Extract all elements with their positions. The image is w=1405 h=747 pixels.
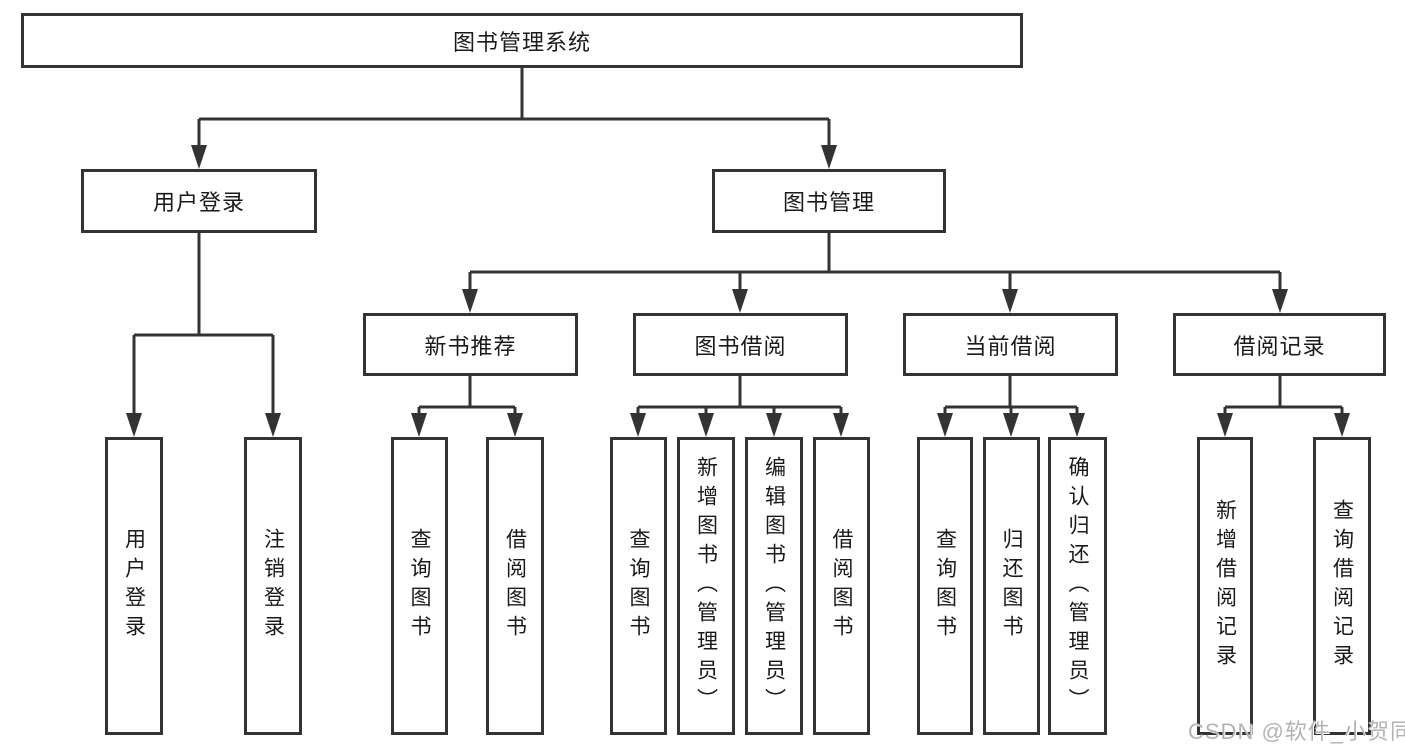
arrowhead-icon (698, 413, 714, 437)
connector-line (417, 374, 517, 417)
arrowhead-icon (265, 413, 281, 437)
node-return-books: 归还图书 (983, 437, 1040, 735)
arrowhead-icon (1272, 289, 1288, 313)
node-edit-books-admin: 编辑图书（管理员） (745, 437, 803, 735)
connector-line (132, 231, 275, 417)
node-add-borrow-record: 新增借阅记录 (1197, 437, 1253, 735)
arrowhead-icon (1069, 413, 1085, 437)
node-new-book-recommend: 新书推荐 (363, 313, 578, 376)
arrowhead-icon (1002, 289, 1018, 313)
connector-line (197, 66, 831, 149)
node-borrow-books-1: 借阅图书 (486, 437, 544, 735)
connector-line (636, 374, 843, 417)
node-add-books-admin: 新增图书（管理员） (677, 437, 735, 735)
node-query-books-2: 查询图书 (610, 437, 667, 735)
node-query-borrow-record: 查询借阅记录 (1313, 437, 1371, 735)
node-book-management-branch: 图书管理 (712, 169, 946, 233)
watermark: CSDN @软件_小贺同学 (1188, 719, 1405, 744)
arrowhead-icon (833, 413, 849, 437)
arrowhead-icon (937, 413, 953, 437)
connector-line (468, 231, 1282, 293)
node-query-books-3: 查询图书 (917, 437, 973, 735)
arrowhead-icon (766, 413, 782, 437)
arrowhead-icon (126, 413, 142, 437)
arrowhead-icon (821, 145, 837, 169)
node-confirm-return-admin: 确认归还（管理员） (1048, 437, 1107, 735)
node-user-login-leaf: 用户登录 (105, 437, 163, 735)
node-logout-leaf: 注销登录 (244, 437, 302, 735)
arrowhead-icon (462, 289, 478, 313)
node-current-borrowing: 当前借阅 (903, 313, 1118, 376)
node-library-management-system: 图书管理系统 (21, 13, 1023, 68)
node-borrow-books-2: 借阅图书 (813, 437, 870, 735)
connector-line (943, 374, 1079, 417)
arrowhead-icon (507, 413, 523, 437)
node-book-borrowing: 图书借阅 (633, 313, 848, 376)
arrowhead-icon (1217, 413, 1233, 437)
arrowhead-icon (1003, 413, 1019, 437)
node-query-books-1: 查询图书 (391, 437, 448, 735)
arrowhead-icon (411, 413, 427, 437)
node-user-login-branch: 用户登录 (81, 169, 317, 233)
connector-line (1223, 374, 1344, 417)
arrowhead-icon (732, 289, 748, 313)
node-borrow-records: 借阅记录 (1173, 313, 1386, 376)
arrowhead-icon (630, 413, 646, 437)
arrowhead-icon (191, 145, 207, 169)
arrowhead-icon (1334, 413, 1350, 437)
